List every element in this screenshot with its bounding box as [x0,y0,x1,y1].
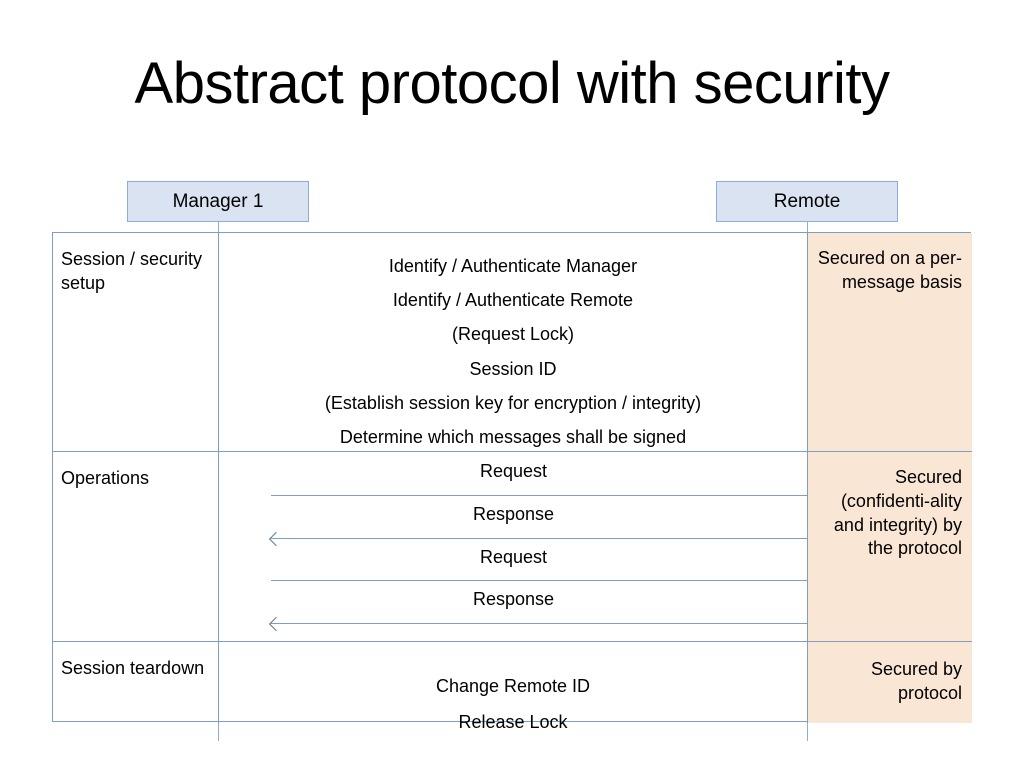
message-list: Change Remote ID Release Lock [219,642,807,740]
security-note-operations: Secured (confidenti-ality and integrity)… [808,452,972,641]
arrow-line-request-1 [271,495,860,496]
operation-label: Request [479,461,548,481]
operation-label: Request [479,547,548,567]
actor-label-manager: Manager 1 [172,190,264,212]
message-line: (Establish session key for encryption / … [324,392,702,413]
operation-label: Response [472,589,555,609]
phase-label-session-setup: Session / security setup [53,233,219,451]
table-row: Session teardown Change Remote ID Releas… [53,641,972,732]
message-line: Release Lock [458,712,568,732]
message-line: Session ID [469,358,557,379]
phase-label-operations: Operations [53,452,219,641]
security-note-session-setup: Secured on a per-message basis [808,233,972,451]
arrow-head-left-icon [268,531,284,547]
table-row: Session / security setup Identify / Auth… [53,233,972,451]
table-row: Operations Request Response Request Resp… [53,451,972,641]
protocol-table: Session / security setup Identify / Auth… [52,232,972,732]
operation-arrows: Request Response Request Response [219,452,864,641]
message-line: Identify / Authenticate Manager [388,256,638,276]
message-line: Determine which messages shall be signed [339,426,687,447]
message-flow-operations: Request Response Request Response [219,452,864,641]
message-flow-session-teardown: Change Remote ID Release Lock [219,642,808,732]
security-note-session-teardown: Secured by protocol [808,642,972,723]
actor-label-remote: Remote [773,190,841,212]
operation-label: Response [472,504,555,524]
page-title: Abstract protocol with security [134,51,890,116]
actor-box-remote: Remote [716,181,898,222]
phase-label-session-teardown: Session teardown [53,642,219,723]
message-line: Change Remote ID [435,676,591,696]
message-flow-session-setup: Identify / Authenticate Manager Identify… [219,233,808,451]
arrow-line-response-2 [271,623,860,624]
actor-box-manager: Manager 1 [127,181,309,222]
message-line: (Request Lock) [451,324,575,345]
arrow-line-request-2 [271,580,860,581]
arrow-head-left-icon [268,616,284,632]
message-line: Identify / Authenticate Remote [392,290,634,311]
arrow-line-response-1 [271,538,860,539]
message-list: Identify / Authenticate Manager Identify… [219,233,807,454]
